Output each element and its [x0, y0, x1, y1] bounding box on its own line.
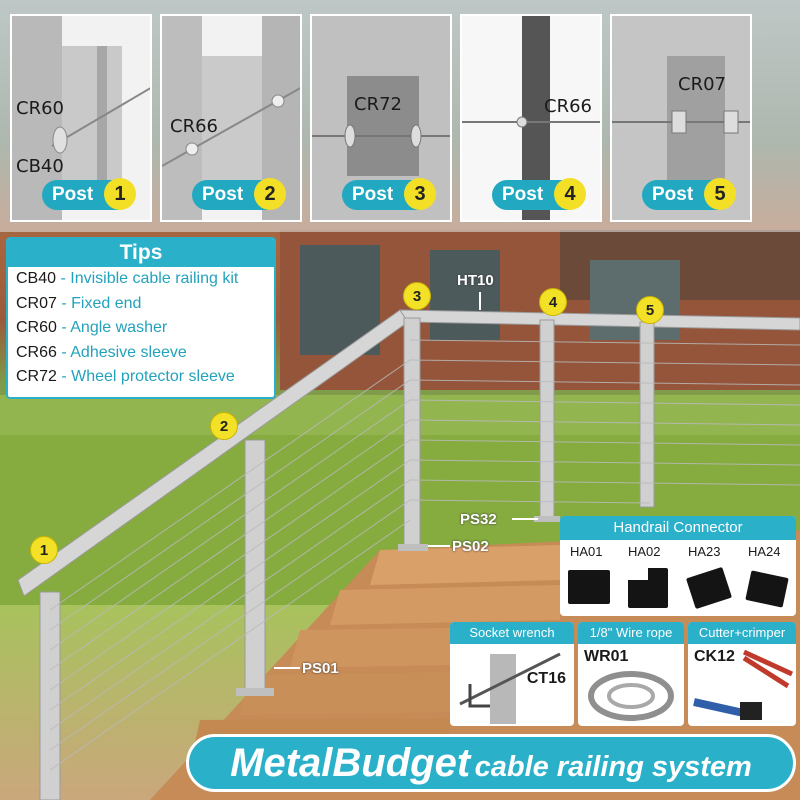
post-label-1: Post 1: [42, 178, 136, 210]
post-panel-2: CR66 Post 2: [160, 14, 302, 222]
tip-desc: - Invisible cable railing kit: [60, 270, 239, 287]
callout-ps02: PS02: [452, 538, 489, 555]
tip-code: CB40: [16, 270, 57, 287]
connector-ha23-image: [685, 566, 733, 610]
tool-title: Socket wrench: [450, 622, 574, 644]
tool-socket-wrench: Socket wrench CT16: [450, 622, 574, 726]
cables: [49, 339, 800, 771]
connector-ha02-image: [628, 568, 668, 608]
post-5: [639, 321, 655, 508]
connector-ha01-image: [568, 570, 610, 604]
part-label-cr07: CR07: [678, 74, 726, 95]
stair-step: [240, 672, 450, 715]
post-1: [39, 591, 61, 800]
post-label-text: Post: [352, 184, 394, 205]
lawn-highlight: [0, 395, 800, 435]
connector-ha24-image: [745, 570, 789, 608]
callout-ps01: PS01: [302, 660, 339, 677]
callout-ht10: HT10: [457, 272, 494, 289]
post-label-5: Post 5: [642, 178, 736, 210]
tool-code: WR01: [584, 648, 629, 665]
window: [590, 260, 680, 340]
base-plate: [534, 516, 560, 522]
tip-row: CR60 - Angle washer: [8, 316, 274, 341]
window: [430, 250, 500, 340]
connector-code: HA02: [628, 544, 661, 559]
post-marker-3: 3: [403, 282, 431, 310]
part-label-cr72: CR72: [354, 94, 402, 115]
post-marker-1: 1: [30, 536, 58, 564]
post-number-badge: 4: [554, 178, 586, 210]
post-number-badge: 1: [104, 178, 136, 210]
tip-row: CR07 - Fixed end: [8, 292, 274, 317]
post-panel-3: CR72 Post 3: [310, 14, 452, 222]
post-marker-5: 5: [636, 296, 664, 324]
tool-code: CK12: [694, 648, 735, 665]
post-label-text: Post: [502, 184, 544, 205]
connector-code: HA01: [570, 544, 603, 559]
brand-tagline: cable railing system: [474, 751, 752, 783]
socket-wrench-image: [459, 652, 561, 724]
stair-step: [370, 545, 560, 585]
post-number-badge: 2: [254, 178, 286, 210]
post-panel-5: CR07 Post 5: [610, 14, 752, 222]
tip-desc: - Adhesive sleeve: [61, 343, 187, 361]
post-panel-1: CR60 CB40 Post 1: [10, 14, 152, 222]
tool-cutter-crimper: Cutter+crimper CK12: [688, 622, 796, 726]
stair-step: [330, 585, 560, 625]
tip-code: CR60: [16, 319, 57, 336]
connector-code: HA23: [688, 544, 721, 559]
part-label-cr66: CR66: [544, 96, 592, 117]
base-plate: [398, 544, 428, 551]
handrail-connector-title: Handrail Connector: [560, 516, 796, 540]
tool-title: 1/8" Wire rope: [578, 622, 684, 644]
post-label-2: Post 2: [192, 178, 286, 210]
tip-code: CR07: [16, 294, 57, 312]
tool-code: CT16: [526, 670, 566, 687]
wire-rope-coil-image: [588, 671, 674, 721]
post-marker-2: 2: [210, 412, 238, 440]
part-label-cb40: CB40: [16, 156, 64, 177]
tip-desc: - Fixed end: [61, 294, 142, 312]
post-number-badge: 3: [404, 178, 436, 210]
post-number-badge: 5: [704, 178, 736, 210]
part-label-cr60: CR60: [16, 98, 64, 119]
handrail-connector-panel: Handrail Connector HA01 HA02 HA23 HA24: [560, 516, 796, 616]
post-label-text: Post: [202, 184, 244, 205]
tool-wire-rope: 1/8" Wire rope WR01: [578, 622, 684, 726]
tip-code: CR72: [16, 368, 57, 385]
post-label-4: Post 4: [492, 178, 586, 210]
tip-row: CB40 - Invisible cable railing kit: [8, 267, 274, 292]
tip-desc: - Wheel protector sleeve: [61, 368, 235, 385]
callout-ps32: PS32: [460, 511, 497, 528]
tips-panel: Tips CB40 - Invisible cable railing kit …: [6, 237, 276, 399]
tip-code: CR66: [16, 343, 57, 361]
post-marker-4: 4: [539, 288, 567, 316]
post-label-text: Post: [652, 184, 694, 205]
tip-row: CR72 - Wheel protector sleeve: [8, 365, 274, 390]
tip-desc: - Angle washer: [61, 319, 168, 336]
brand-name: MetalBudget: [230, 741, 471, 785]
post-5-illustration: [612, 16, 750, 220]
cutter-crimper-image: [693, 649, 794, 720]
post-label-text: Post: [52, 184, 94, 205]
tip-row: CR66 - Adhesive sleeve: [8, 341, 274, 366]
post-4: [539, 319, 555, 521]
post-3: [403, 317, 421, 549]
stair-step: [290, 628, 450, 668]
base-plate: [236, 688, 274, 696]
tips-title: Tips: [8, 239, 274, 267]
part-label-cr66: CR66: [170, 116, 218, 137]
connector-code: HA24: [748, 544, 781, 559]
post-panel-4: CR66 Post 4: [460, 14, 602, 222]
post-label-3: Post 3: [342, 178, 436, 210]
tool-title: Cutter+crimper: [688, 622, 796, 644]
brand-banner: MetalBudget cable railing system: [186, 734, 796, 792]
